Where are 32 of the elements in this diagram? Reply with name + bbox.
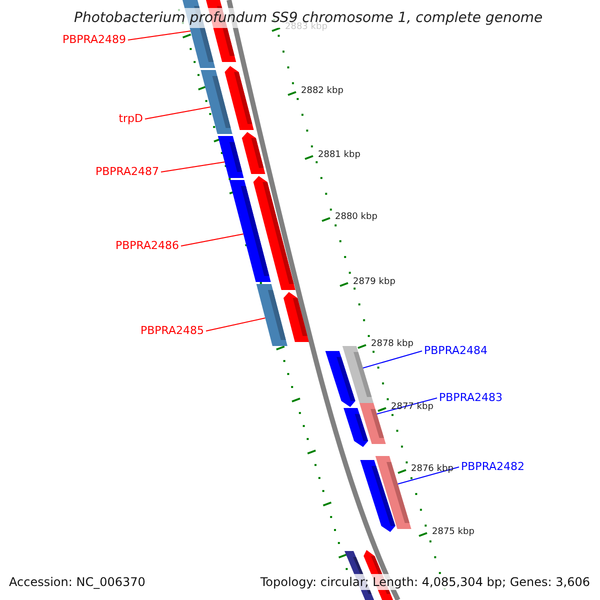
gene-feature xyxy=(360,460,396,532)
gene-feature xyxy=(253,176,296,290)
scale-label: 2875 kbp xyxy=(432,526,474,538)
gene-label: PBPRA2489 xyxy=(62,32,126,48)
leader-line xyxy=(128,30,192,40)
gene-label: PBPRA2482 xyxy=(461,459,525,475)
scale-label: 2878 kbp xyxy=(371,338,414,350)
gene-label: PBPRA2484 xyxy=(424,343,488,359)
gene-label: PBPRA2485 xyxy=(140,323,204,339)
gene-feature xyxy=(256,284,288,346)
scale-label: 2879 kbp xyxy=(353,276,396,288)
scale-label: 2880 kbp xyxy=(335,211,378,223)
gene-feature xyxy=(325,351,356,407)
gene-feature xyxy=(344,408,368,447)
gene-feature xyxy=(242,132,266,174)
leader-line xyxy=(206,318,266,332)
gene-feature xyxy=(218,136,244,178)
leader-line xyxy=(144,106,211,120)
scale-label: 2882 kbp xyxy=(301,85,344,97)
leader-line xyxy=(397,466,460,484)
gene-label: PBPRA2486 xyxy=(115,238,179,254)
accession-text: Accession: NC_006370 xyxy=(9,574,146,590)
leader-line xyxy=(180,234,244,246)
gene-feature xyxy=(224,66,254,130)
gene-label: PBPRA2483 xyxy=(439,390,503,406)
leader-line xyxy=(362,350,422,368)
leader-line xyxy=(160,162,226,172)
gene-feature xyxy=(283,292,309,342)
genome-stats-text: Topology: circular; Length: 4,085,304 bp; Genes: 3,606 xyxy=(260,574,590,590)
gene-label: PBPRA2487 xyxy=(95,164,159,180)
scale-label: 2881 kbp xyxy=(318,149,360,161)
gene-label: trpD xyxy=(118,111,143,127)
